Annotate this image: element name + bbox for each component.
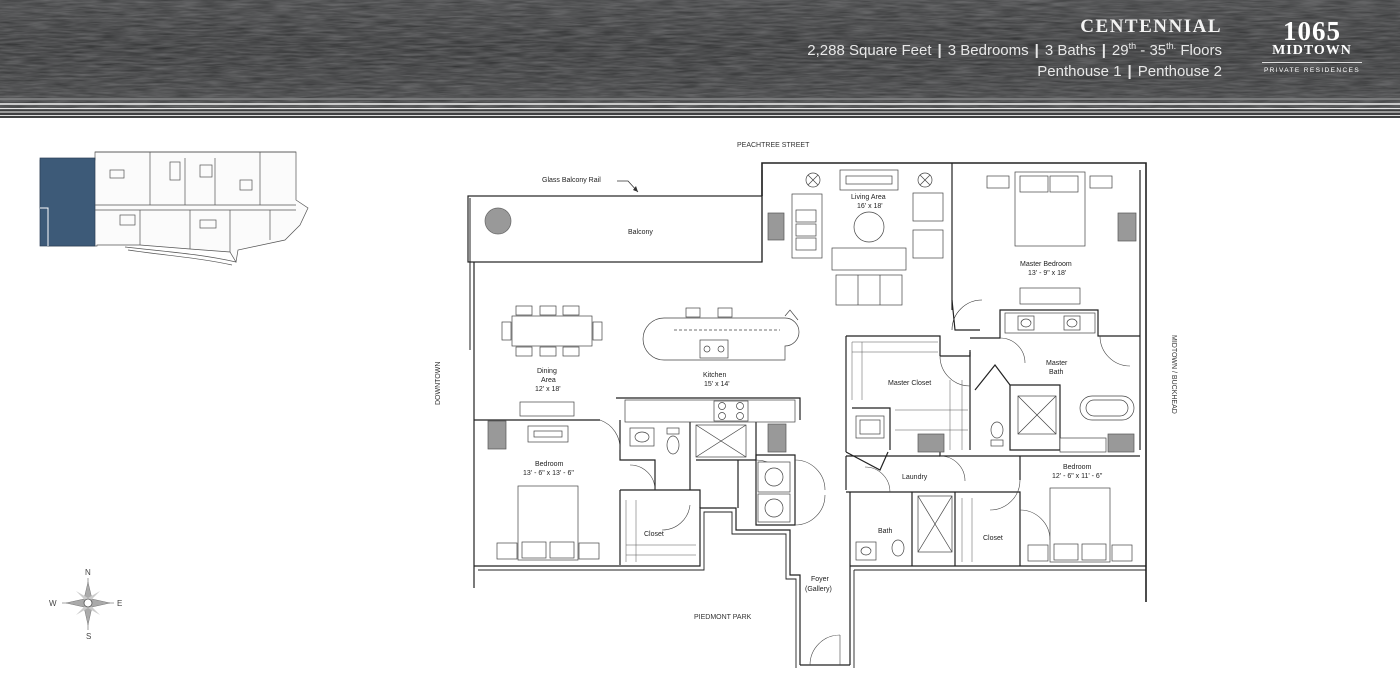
compass-west: W <box>49 599 57 608</box>
street-midtown-buckhead: MIDTOWN / BUCKHEAD <box>1170 335 1177 414</box>
brand-logo: 1065 MIDTOWN PRIVATE RESIDENCES <box>1262 16 1362 74</box>
compass-south: S <box>86 632 91 641</box>
penthouse-1: Penthouse 1 <box>1037 63 1122 80</box>
compass-north: N <box>85 568 91 577</box>
penthouse-2: Penthouse 2 <box>1137 63 1222 80</box>
label-bath: Bath <box>878 528 893 535</box>
bedroom-count: 3 Bedrooms <box>947 42 1029 59</box>
bath-count: 3 Baths <box>1044 42 1096 59</box>
label-laundry: Laundry <box>902 474 928 481</box>
compass-rose: N S E W <box>49 568 122 641</box>
label-dining-area: Area <box>541 377 556 384</box>
label-balcony: Balcony <box>628 229 653 236</box>
key-plan <box>39 151 309 266</box>
label-foyer-gallery: (Gallery) <box>805 586 832 593</box>
label-bedroom-right-dim: 12' - 6" x 11' - 6" <box>1052 473 1103 480</box>
label-master-bedroom-dim: 13' - 9" x 18' <box>1028 270 1066 277</box>
street-piedmont-park: PIEDMONT PARK <box>694 614 752 621</box>
room-labels: Glass Balcony Rail Balcony Living Area 1… <box>523 177 1103 593</box>
label-living-dim: 16' x 18' <box>857 203 883 210</box>
label-master-bath: Master <box>1046 360 1068 367</box>
label-master-bedroom: Master Bedroom <box>1020 261 1072 268</box>
unit-specs: 2,288 Square Feet|3 Bedrooms|3 Baths|29t… <box>807 41 1222 59</box>
label-living: Living Area <box>851 194 886 201</box>
floor-plan-area: N S E W PEACHTREE STREET DOWNTOWN MIDTOW… <box>39 142 1177 668</box>
label-bedroom-left-dim: 13' - 6" x 13' - 6" <box>523 470 574 477</box>
label-master-bath-2: Bath <box>1049 369 1064 376</box>
street-downtown: DOWNTOWN <box>435 362 442 405</box>
label-dining-dim: 12' x 18' <box>535 386 561 393</box>
plan-walls <box>467 162 1147 668</box>
model-title: CENTENNIAL <box>1080 16 1222 37</box>
label-kitchen-dim: 15' x 14' <box>704 381 730 388</box>
balcony-outline <box>467 195 763 263</box>
planter-icon <box>484 207 512 235</box>
chair-icon <box>767 212 785 241</box>
header-banner: CENTENNIAL 2,288 Square Feet|3 Bedrooms|… <box>0 0 1400 118</box>
label-kitchen: Kitchen <box>703 372 726 379</box>
label-glass-rail: Glass Balcony Rail <box>542 177 601 184</box>
penthouse-line: Penthouse 1|Penthouse 2 <box>1037 63 1222 80</box>
street-peachtree: PEACHTREE STREET <box>737 142 810 149</box>
label-master-closet: Master Closet <box>888 380 931 387</box>
compass-east: E <box>117 599 122 608</box>
square-feet: 2,288 Square Feet <box>807 42 932 59</box>
label-bedroom-right: Bedroom <box>1063 464 1092 471</box>
label-closet-right: Closet <box>983 535 1003 542</box>
label-dining: Dining <box>537 368 557 375</box>
furniture <box>484 169 1137 563</box>
label-closet-left: Closet <box>644 531 664 538</box>
key-plan-highlight <box>39 157 96 247</box>
label-bedroom-left: Bedroom <box>535 461 564 468</box>
header-texture <box>0 0 1400 116</box>
label-foyer: Foyer <box>811 576 830 583</box>
floor-range: 29th - 35th. Floors <box>1111 41 1222 59</box>
